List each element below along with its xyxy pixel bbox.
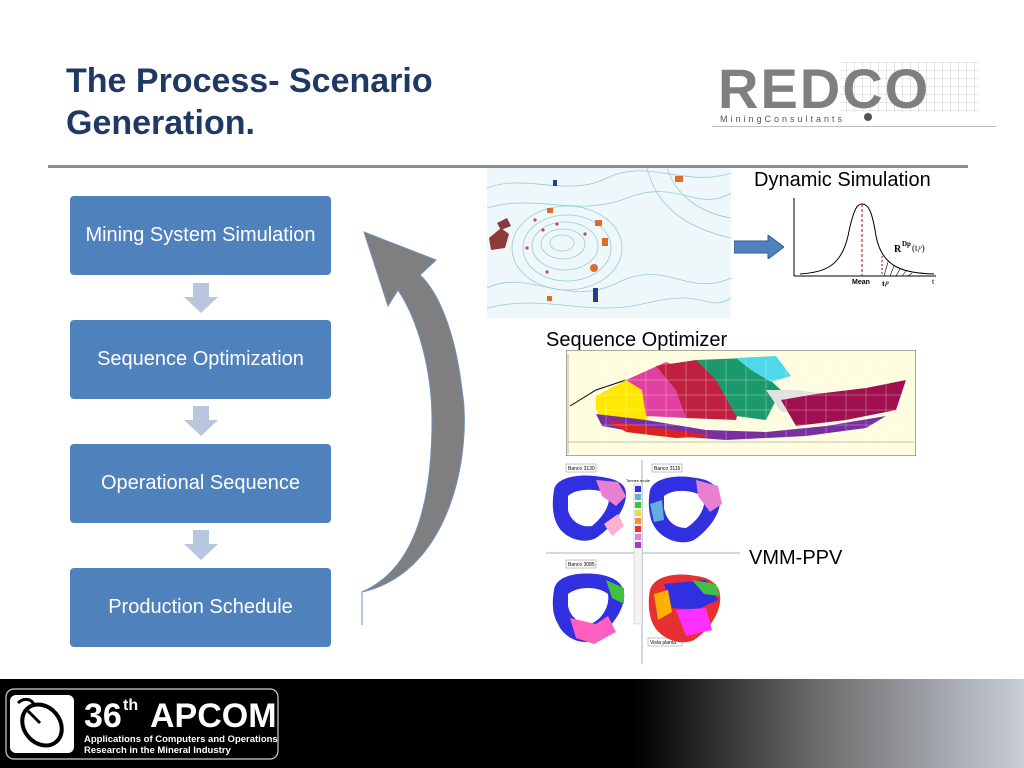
step-mining-system-simulation: Mining System Simulation [70, 196, 331, 275]
footer-banner [0, 679, 1024, 768]
footer-subtitle-line1: Applications of Computers and Operations [84, 734, 278, 745]
formula-argument: (tᵢᵖ) [912, 243, 925, 253]
title-divider [48, 165, 968, 168]
conference-name: APCOM [150, 697, 277, 735]
logo-tagline: MiningConsultants [720, 114, 845, 124]
bench-maps-image: Banco 3130 Banco 3115 Banco 3085 Vista p… [546, 460, 740, 664]
conference-number: 36 [84, 697, 122, 735]
step-sequence-optimization: Sequence Optimization [70, 320, 331, 399]
step-operational-sequence: Operational Sequence [70, 444, 331, 523]
down-arrow-icon [184, 283, 218, 313]
slide-title: The Process- Scenario Generation. [66, 62, 433, 142]
mouse-icon [16, 697, 64, 748]
logo-underline [712, 126, 996, 127]
t-axis-label: t [932, 277, 935, 286]
footer-subtitle-line2: Research in the Mineral Industry [84, 745, 231, 756]
tp-label: tᵢᵖ [882, 279, 889, 288]
redco-logo: REDCO MiningConsultants [718, 62, 978, 124]
bench-label-vista-planta: Vista planta [650, 640, 676, 646]
bench-label-3085: Banco 3085 [568, 562, 595, 568]
down-arrow-icon [184, 406, 218, 436]
sequence-optimizer-section-image [566, 350, 916, 456]
dynamic-simulation-caption: Dynamic Simulation [754, 169, 931, 191]
step-production-schedule: Production Schedule [70, 568, 331, 647]
right-arrow-icon [734, 235, 784, 259]
logo-wordmark: REDCO [718, 62, 930, 120]
mine-plan-map-image [487, 168, 731, 318]
formula-superscript: Dp [902, 240, 911, 248]
legend-title: Tonnes mode [626, 478, 651, 483]
ordinal-suffix: th [123, 697, 138, 714]
vmm-ppv-caption: VMM-PPV [749, 547, 843, 569]
sequence-optimizer-caption: Sequence Optimizer [546, 329, 728, 351]
formula-label: R [894, 244, 902, 255]
mean-label: Mean [852, 279, 870, 286]
apcom-logo: 36 th APCOM Applications of Computers an… [5, 688, 279, 760]
distribution-curve-figure: Mean t R Dp (tᵢᵖ) tᵢᵖ [793, 198, 936, 288]
curved-feedback-arrow-icon [361, 231, 465, 625]
down-arrow-icon [184, 530, 218, 560]
bench-label-3115: Banco 3115 [654, 466, 681, 472]
bench-label-3130: Banco 3130 [568, 466, 595, 472]
